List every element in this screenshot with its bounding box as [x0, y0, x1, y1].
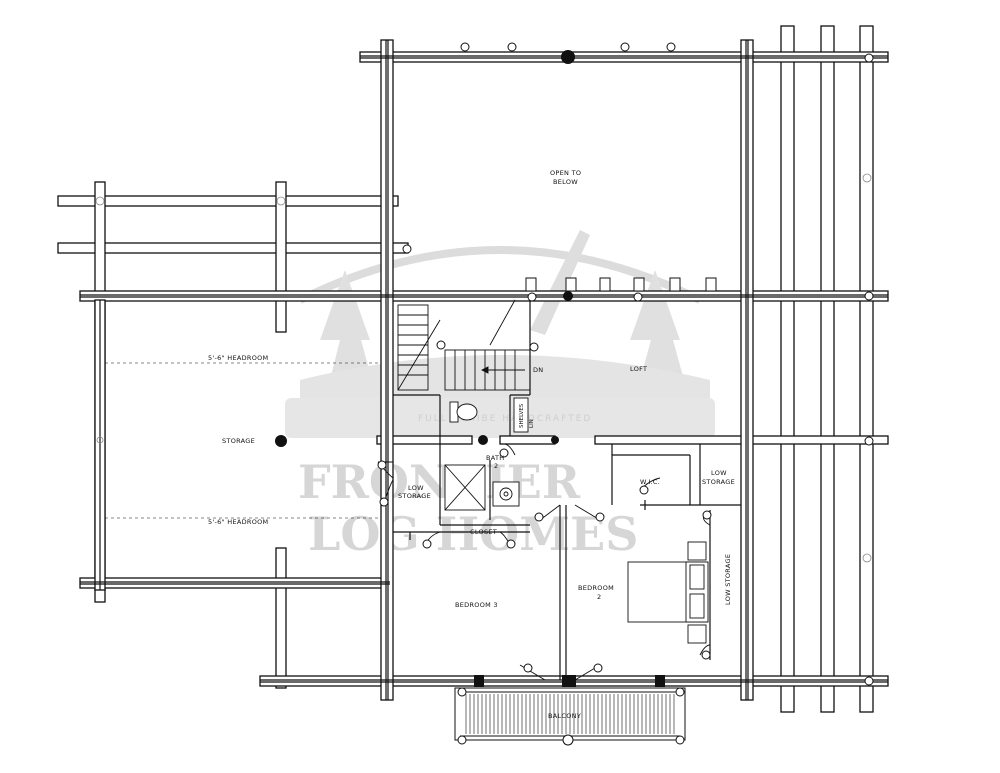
label-closet: CLOSET [470, 528, 497, 536]
watermark-tagline: FULL SCRIBE HANDCRAFTED [418, 414, 592, 424]
label-open-to-below-2: BELOW [553, 178, 578, 186]
label-loft: LOFT [630, 365, 647, 373]
solid-posts [275, 50, 665, 687]
label-wic: W.I.C. [640, 478, 660, 486]
room-labels: OPEN TO BELOW LOFT DN STORAGE 5'-6" HEAD… [208, 169, 735, 720]
label-low-storage-left-1: LOW [408, 484, 424, 492]
bath-fixtures [444, 397, 529, 511]
deck-beam [859, 25, 874, 713]
label-bath-1: BATH [486, 454, 504, 462]
log-wall-bath [376, 435, 473, 445]
bed-bedroom2 [627, 541, 709, 644]
deck-beam [820, 25, 835, 713]
shelves-unit [513, 397, 529, 433]
loft-posts [525, 277, 717, 292]
porch-post [275, 181, 287, 333]
watermark-logo: FULL SCRIBE HANDCRAFTED FRONTIER LOG HOM… [285, 230, 715, 561]
label-low-storage-right-2: STORAGE [702, 478, 735, 486]
label-shelves: SHELVES [519, 403, 525, 428]
log-wall-top [359, 51, 889, 63]
label-bedroom2-1: BEDROOM [578, 584, 614, 592]
porch-beam [57, 195, 399, 207]
nightstand [687, 541, 707, 561]
label-bedroom2-2: 2 [597, 593, 601, 601]
label-storage: STORAGE [222, 437, 255, 445]
label-headroom-bottom: 5'-6" HEADROOM [208, 518, 268, 526]
log-ends [377, 42, 874, 746]
porch-post [275, 547, 287, 689]
label-low-storage-vertical: LOW STORAGE [724, 554, 732, 605]
label-bath-2: 2 [494, 462, 498, 470]
label-low-storage-right-1: LOW [711, 469, 727, 477]
headroom-lines [105, 362, 381, 519]
log-wall-loft [79, 290, 889, 302]
label-low-storage-left-2: STORAGE [398, 492, 431, 500]
log-wall-storage-bottom [79, 577, 391, 589]
label-linen: LIN [529, 419, 535, 428]
nightstand [687, 624, 707, 644]
log-wall-right [740, 39, 754, 701]
log-wall-left [380, 39, 394, 701]
wall-inner-lines [80, 40, 888, 700]
label-headroom-top: 5'-6" HEADROOM [208, 354, 268, 362]
balcony-slats [465, 694, 675, 734]
log-wall-bath [499, 435, 556, 445]
label-stair-dn: DN [533, 366, 543, 374]
porch-beam [57, 242, 409, 254]
label-balcony: BALCONY [548, 712, 581, 720]
label-bedroom3: BEDROOM 3 [455, 601, 498, 609]
watermark-line2: LOG HOMES [308, 507, 638, 561]
toilet-bowl [456, 403, 478, 421]
log-grain-marks [95, 173, 872, 563]
label-open-to-below-1: OPEN TO [550, 169, 581, 177]
stairs [397, 299, 531, 391]
deck-beam [780, 25, 795, 713]
